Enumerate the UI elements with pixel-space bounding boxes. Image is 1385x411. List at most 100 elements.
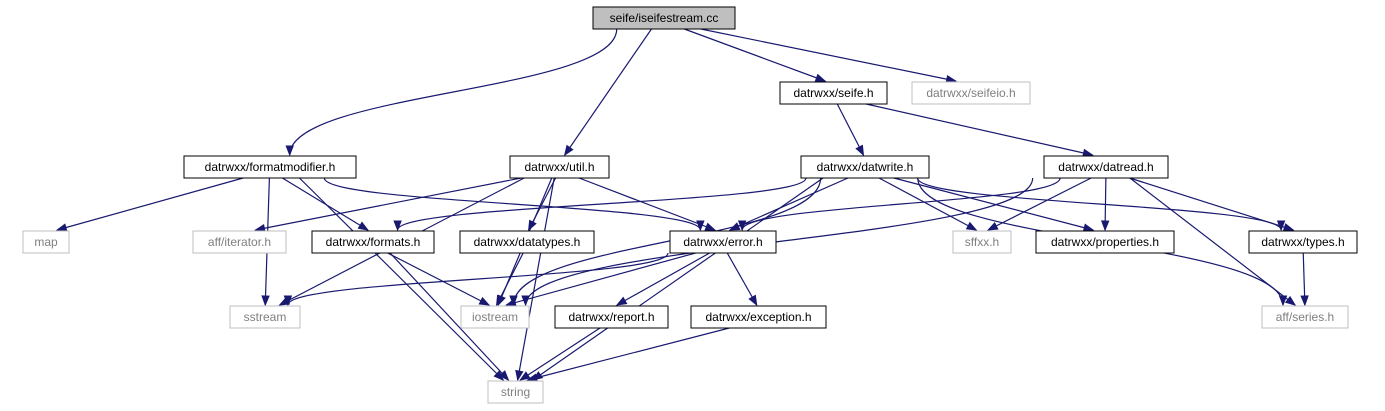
node-box-seifeio	[911, 81, 1031, 105]
node-label-error: datrwxx/error.h	[683, 235, 762, 249]
edge-datread-to-types	[1129, 177, 1294, 231]
edge-util-to-error	[578, 177, 716, 231]
edge-root-to-seifeio	[700, 28, 956, 82]
arrowhead-fmtmod-to-formats	[357, 221, 370, 231]
node-label-types: datrwxx/types.h	[1261, 235, 1344, 249]
node-label-util: datrwxx/util.h	[524, 160, 594, 174]
arrowhead-types-to-series	[1300, 295, 1309, 307]
node-box-sffxx	[952, 230, 1012, 254]
arrowhead-error-to-report	[615, 296, 628, 306]
node-box-formats	[311, 230, 435, 254]
arrowhead-datwrite-to-sffxx	[965, 221, 978, 231]
node-label-string: string	[501, 385, 530, 399]
arrowhead-root-to-fmtmod	[285, 145, 294, 157]
node-fmtmod[interactable]: datrwxx/formatmodifier.h	[183, 155, 357, 179]
edge-exception-to-string	[527, 327, 730, 381]
node-label-map: map	[34, 235, 58, 249]
arrowhead-util-to-string	[515, 369, 524, 382]
node-types[interactable]: datrwxx/types.h	[1248, 230, 1358, 254]
arrowhead-error-to-sstream	[283, 295, 293, 307]
node-box-iterator	[192, 230, 287, 254]
node-string: string	[487, 380, 544, 404]
edge-datwrite-to-error	[729, 177, 849, 231]
edge-formats-to-iostream	[387, 252, 490, 306]
node-label-datatypes: datrwxx/datatypes.h	[474, 235, 581, 249]
edge-datread-to-error	[741, 177, 1061, 231]
edge-report-to-string	[519, 327, 601, 381]
node-label-iostream: iostream	[472, 310, 518, 324]
edge-fmtmod-to-error	[323, 177, 701, 231]
node-seife[interactable]: datrwxx/seife.h	[779, 81, 888, 105]
arrowhead-formats-to-string	[498, 370, 510, 382]
node-label-exception: datrwxx/exception.h	[705, 310, 811, 324]
edge-datread-to-sffxx	[987, 177, 1092, 231]
node-iostream: iostream	[460, 305, 530, 329]
arrowhead-util-to-error	[704, 222, 717, 231]
node-label-root: seife/iseifestream.cc	[610, 11, 719, 25]
arrowhead-datwrite-to-formats	[393, 220, 402, 232]
node-box-props	[1035, 230, 1175, 254]
node-util[interactable]: datrwxx/util.h	[509, 155, 610, 179]
node-box-datread	[1043, 155, 1169, 179]
node-props[interactable]: datrwxx/properties.h	[1035, 230, 1175, 254]
node-datwrite[interactable]: datrwxx/datwrite.h	[800, 155, 930, 179]
arrowhead-root-to-seife	[814, 73, 827, 82]
edge-datread-to-series	[1129, 177, 1296, 306]
node-root[interactable]: seife/iseifestream.cc	[592, 6, 736, 30]
node-box-seife	[779, 81, 888, 105]
node-report[interactable]: datrwxx/report.h	[554, 305, 669, 329]
edge-seife-to-datwrite	[836, 103, 864, 156]
node-formats[interactable]: datrwxx/formats.h	[311, 230, 435, 254]
node-label-report: datrwxx/report.h	[568, 310, 654, 324]
node-iterator: aff/iterator.h	[192, 230, 287, 254]
arrowhead-report-to-string	[519, 371, 531, 381]
node-datatypes[interactable]: datrwxx/datatypes.h	[459, 230, 595, 254]
edge-error-to-sstream	[287, 252, 669, 306]
arrowhead-root-to-util	[563, 144, 574, 157]
node-label-sffxx: sffxx.h	[965, 235, 999, 249]
node-box-datwrite	[800, 155, 930, 179]
node-label-iterator: aff/iterator.h	[208, 235, 271, 249]
edge-datwrite-to-string	[532, 177, 824, 381]
node-box-map	[22, 230, 70, 254]
edge-fmtmod-to-map	[57, 177, 244, 231]
node-label-seifeio: datrwxx/seifeio.h	[926, 86, 1015, 100]
node-label-datread: datrwxx/datread.h	[1058, 160, 1153, 174]
arrowhead-seife-to-datread	[1082, 148, 1094, 158]
node-box-series	[1261, 305, 1349, 329]
node-map: map	[22, 230, 70, 254]
node-exception[interactable]: datrwxx/exception.h	[690, 305, 827, 329]
edge-datwrite-to-iostream	[512, 177, 822, 306]
arrowhead-datread-to-series	[1284, 295, 1297, 306]
edge-seife-to-datread	[866, 103, 1093, 156]
arrowhead-seife-to-datwrite	[855, 144, 865, 157]
arrowhead-datwrite-to-props	[1082, 223, 1095, 232]
arrowhead-error-to-iostream	[505, 298, 517, 307]
node-box-exception	[690, 305, 827, 329]
node-sstream: sstream	[229, 305, 301, 329]
node-box-util	[509, 155, 610, 179]
edge-error-to-exception	[726, 252, 758, 306]
edge-error-to-iostream	[506, 252, 696, 306]
node-label-seife: datrwxx/seife.h	[793, 86, 873, 100]
node-box-root	[592, 6, 736, 30]
graph-nodes: seife/iseifestream.cc datrwxx/seife.h datr…	[22, 6, 1358, 404]
node-box-report	[554, 305, 669, 329]
node-box-fmtmod	[183, 155, 357, 179]
edge-util-to-iterator	[255, 177, 522, 231]
arrowhead-formats-to-iostream	[478, 296, 491, 306]
node-error[interactable]: datrwxx/error.h	[669, 230, 777, 254]
node-box-error	[669, 230, 777, 254]
node-box-string	[487, 380, 544, 404]
edge-datwrite-to-types	[916, 177, 1282, 231]
edge-fmtmod-to-string	[299, 177, 504, 381]
node-series: aff/series.h	[1261, 305, 1349, 329]
node-seifeio: datrwxx/seifeio.h	[911, 81, 1031, 105]
node-label-sstream: sstream	[244, 310, 287, 324]
edge-root-to-seife	[684, 28, 826, 82]
node-datread[interactable]: datrwxx/datread.h	[1043, 155, 1169, 179]
arrowhead-datread-to-props	[1100, 220, 1110, 232]
edge-root-to-fmtmod	[289, 28, 618, 156]
node-label-props: datrwxx/properties.h	[1051, 235, 1159, 249]
